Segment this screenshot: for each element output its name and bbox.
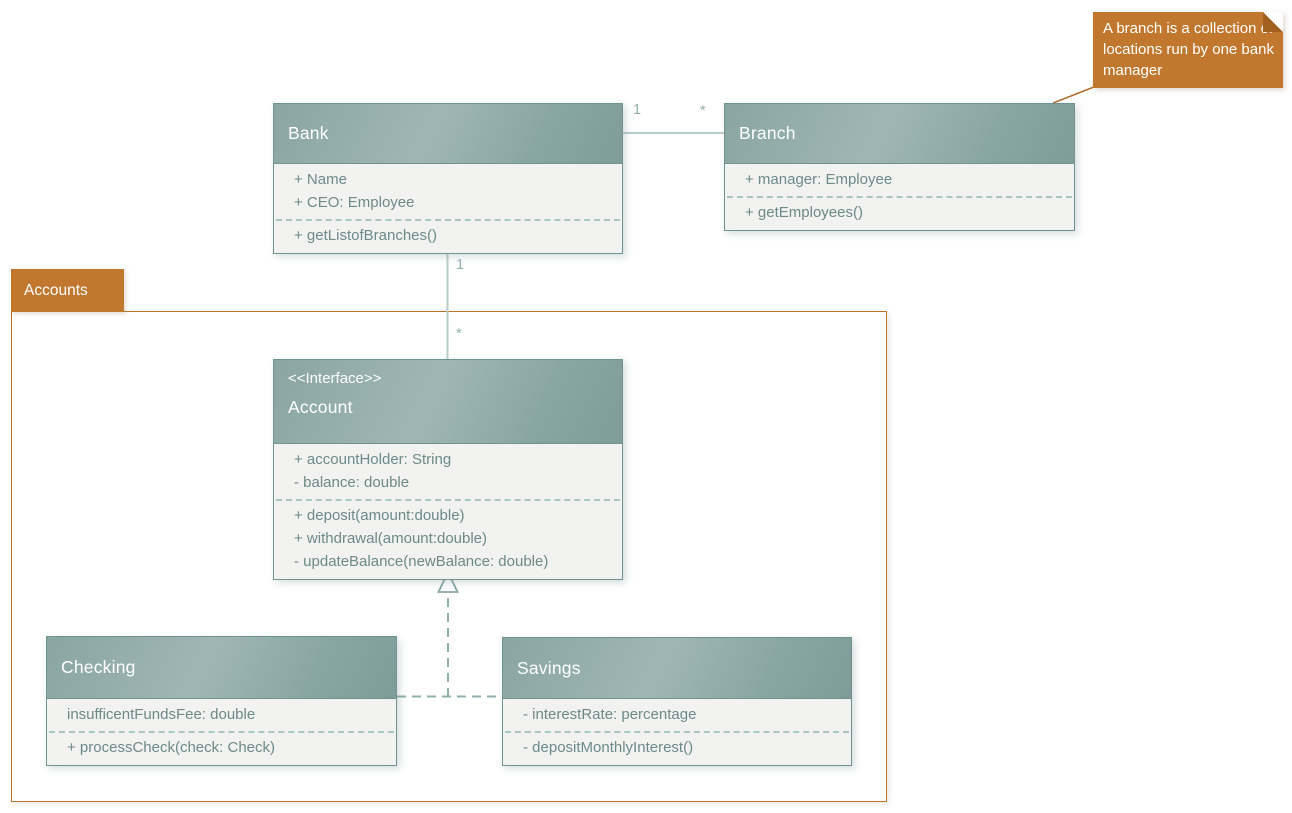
member-divider	[276, 499, 620, 501]
method: - depositMonthlyInterest()	[523, 739, 694, 756]
class-account-methods: + deposit(amount:double) + withdrawal(am…	[274, 501, 622, 579]
multiplicity-bank-branch-1: 1	[633, 102, 642, 118]
class-account[interactable]: <<Interface>> Account + accountHolder: S…	[273, 359, 623, 580]
package-accounts-tab[interactable]: Accounts	[11, 269, 124, 312]
member-divider	[727, 196, 1072, 198]
method: + getListofBranches()	[294, 227, 437, 244]
class-branch[interactable]: Branch + manager: Employee + getEmployee…	[724, 103, 1075, 231]
method: + processCheck(check: Check)	[67, 739, 275, 756]
class-savings[interactable]: Savings - interestRate: percentage - dep…	[502, 637, 852, 766]
class-bank-title: Bank	[288, 123, 329, 143]
attribute: + Name	[294, 171, 347, 188]
attribute: + CEO: Employee	[294, 194, 415, 211]
member-divider	[276, 219, 620, 221]
attribute: insufficentFundsFee: double	[67, 706, 256, 723]
multiplicity-bank-branch-many: *	[700, 103, 706, 119]
class-bank-methods: + getListofBranches()	[274, 221, 622, 253]
class-savings-attributes: - interestRate: percentage	[503, 699, 851, 731]
note-branch-text: A branch is a collection of locations ru…	[1103, 20, 1274, 79]
class-checking-header: Checking	[47, 637, 396, 699]
attribute: - interestRate: percentage	[523, 706, 697, 723]
method: + getEmployees()	[745, 204, 863, 221]
class-branch-methods: + getEmployees()	[725, 198, 1074, 230]
note-connector-line[interactable]	[1052, 86, 1095, 104]
class-checking-methods: + processCheck(check: Check)	[47, 733, 396, 765]
multiplicity-bank-account-1: 1	[456, 257, 465, 273]
class-account-header: <<Interface>> Account	[274, 360, 622, 444]
note-branch[interactable]: A branch is a collection of locations ru…	[1093, 12, 1283, 88]
class-checking-attributes: insufficentFundsFee: double	[47, 699, 396, 731]
class-bank-attributes: + Name + CEO: Employee	[274, 164, 622, 219]
method: + deposit(amount:double)	[294, 507, 465, 524]
class-branch-title: Branch	[739, 123, 796, 143]
attribute: + accountHolder: String	[294, 451, 452, 468]
class-bank-header: Bank	[274, 104, 622, 164]
package-accounts-label: Accounts	[24, 281, 88, 299]
class-savings-methods: - depositMonthlyInterest()	[503, 733, 851, 765]
note-fold-corner-icon	[1263, 12, 1283, 32]
class-checking[interactable]: Checking insufficentFundsFee: double + p…	[46, 636, 397, 766]
attribute: - balance: double	[294, 474, 410, 491]
member-divider	[49, 731, 394, 733]
class-savings-header: Savings	[503, 638, 851, 699]
class-account-attributes: + accountHolder: String - balance: doubl…	[274, 444, 622, 499]
method: - updateBalance(newBalance: double)	[294, 553, 549, 570]
class-account-title: Account	[288, 397, 353, 417]
attribute: + manager: Employee	[745, 171, 893, 188]
method: + withdrawal(amount:double)	[294, 530, 488, 547]
class-savings-title: Savings	[517, 657, 581, 678]
class-checking-title: Checking	[61, 657, 136, 677]
multiplicity-bank-account-many: *	[456, 326, 462, 342]
class-account-stereotype: <<Interface>>	[288, 370, 382, 387]
class-bank[interactable]: Bank + Name + CEO: Employee + getListofB…	[273, 103, 623, 254]
member-divider	[505, 731, 849, 733]
class-branch-attributes: + manager: Employee	[725, 164, 1074, 196]
class-branch-header: Branch	[725, 104, 1074, 164]
